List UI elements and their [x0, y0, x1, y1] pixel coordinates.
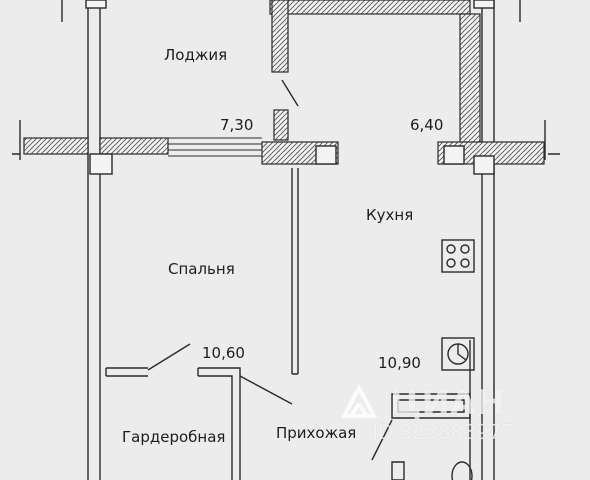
boiler [441, 337, 475, 371]
column [443, 145, 465, 165]
bedroom-door [147, 343, 191, 371]
sink [391, 461, 405, 480]
hall-door [239, 375, 293, 405]
room-name-loggia: Лоджия [164, 46, 228, 64]
wardrobe-top-wall-right [197, 367, 241, 480]
wall-band-mid [99, 137, 169, 155]
wall-band-left [23, 137, 89, 155]
house-icon [340, 383, 378, 418]
loggia-wall-left [271, 0, 289, 73]
right-wall [481, 0, 495, 480]
watermark-id: ID 322883977 [372, 420, 515, 444]
column [89, 153, 113, 175]
watermark-brand: ЦИАН [389, 383, 505, 423]
watermark-logo: ЦИАН [340, 382, 505, 420]
columns [85, 0, 495, 175]
room-name-kitchen: Кухня [366, 206, 414, 224]
room-name-hall: Прихожая [276, 424, 357, 442]
room-name-bedroom: Спальня [168, 260, 235, 278]
toilet [451, 461, 473, 480]
room-area-kitchen: 6,40 [410, 116, 444, 134]
column [85, 0, 107, 9]
column [315, 145, 337, 165]
room-area-hall: 10,90 [378, 354, 421, 372]
loggia-small-block [273, 109, 289, 141]
bedroom-kitchen-partition [291, 168, 299, 375]
kitchen-wall-right [459, 13, 481, 145]
room-area-loggia: 7,30 [220, 116, 254, 134]
left-wall [87, 0, 101, 480]
column [473, 0, 495, 9]
bathtub [391, 393, 471, 419]
window [168, 137, 262, 157]
bath-door [371, 419, 393, 461]
walls [12, 0, 560, 480]
room-area-bedroom: 10,60 [202, 344, 245, 362]
loggia-wall-top [269, 0, 471, 15]
room-name-wardrobe: Гардеробная [122, 428, 226, 446]
left-marks [12, 120, 560, 160]
loggia-door [281, 79, 299, 107]
column [473, 155, 495, 175]
wardrobe-top-wall-left [105, 367, 148, 377]
stove [441, 239, 475, 273]
top-stubs [61, 0, 521, 22]
